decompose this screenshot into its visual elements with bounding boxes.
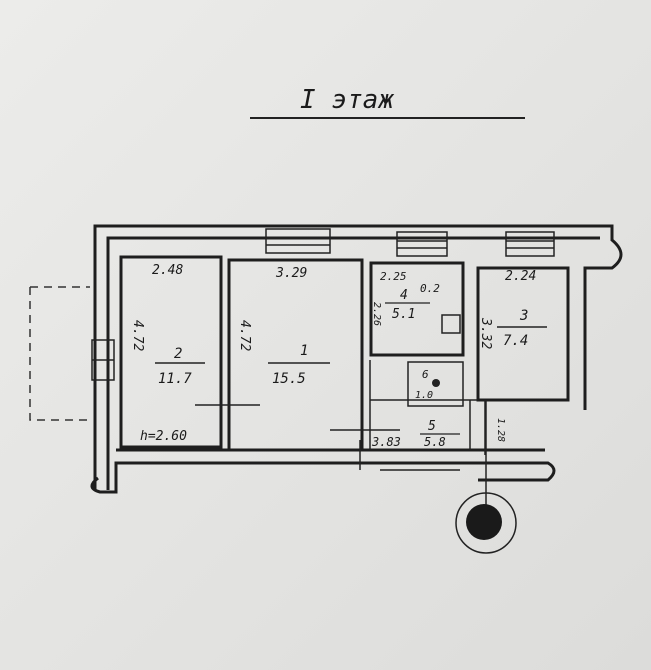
room-6-number: 6 xyxy=(422,368,429,381)
stove xyxy=(441,314,461,334)
room-1-area: 15.5 xyxy=(272,371,306,387)
room-4 xyxy=(369,261,465,357)
room-4-number: 4 xyxy=(400,288,408,303)
room-3 xyxy=(476,266,570,402)
room-5-area: 5.8 xyxy=(424,435,446,449)
room-2-length: 4.72 xyxy=(130,320,145,351)
room-3-width: 2.24 xyxy=(505,269,536,284)
windows xyxy=(91,228,555,381)
room-1 xyxy=(227,258,364,452)
room-5-length: 1.28 xyxy=(495,418,506,442)
room-4-width: 2.25 xyxy=(380,270,407,283)
door-marks xyxy=(195,404,460,471)
room-2-width: 2.48 xyxy=(152,263,183,278)
entrance-mark xyxy=(466,504,502,540)
room-4-area: 5.1 xyxy=(392,307,415,322)
balcony-outline xyxy=(29,286,90,421)
rooms xyxy=(119,255,570,505)
room-3-area: 7.4 xyxy=(503,333,528,349)
room-3-number: 3 xyxy=(519,308,528,324)
entrance-circle xyxy=(455,492,517,554)
room-1-length: 4.72 xyxy=(237,320,252,351)
room-6 xyxy=(407,361,464,407)
toilet xyxy=(432,379,440,387)
room-1-number: 1 xyxy=(300,343,308,359)
ceiling-height: h=2.60 xyxy=(140,429,187,444)
room-5 xyxy=(369,360,486,455)
floor-title: I этаж xyxy=(300,85,395,115)
room-2-number: 2 xyxy=(174,346,182,362)
outer-walls xyxy=(90,224,623,494)
room-4-length: 2.26 xyxy=(371,302,382,326)
room-5-width: 3.83 xyxy=(371,435,401,449)
room-3-length: 3.32 xyxy=(478,317,493,349)
room-1-width: 3.29 xyxy=(275,266,307,281)
room-2 xyxy=(119,255,223,449)
room-2-area: 11.7 xyxy=(158,371,192,387)
room-6-area: 1.0 xyxy=(415,390,433,401)
room-5-number: 5 xyxy=(428,419,436,434)
room-4-extra: 0.2 xyxy=(420,282,440,295)
